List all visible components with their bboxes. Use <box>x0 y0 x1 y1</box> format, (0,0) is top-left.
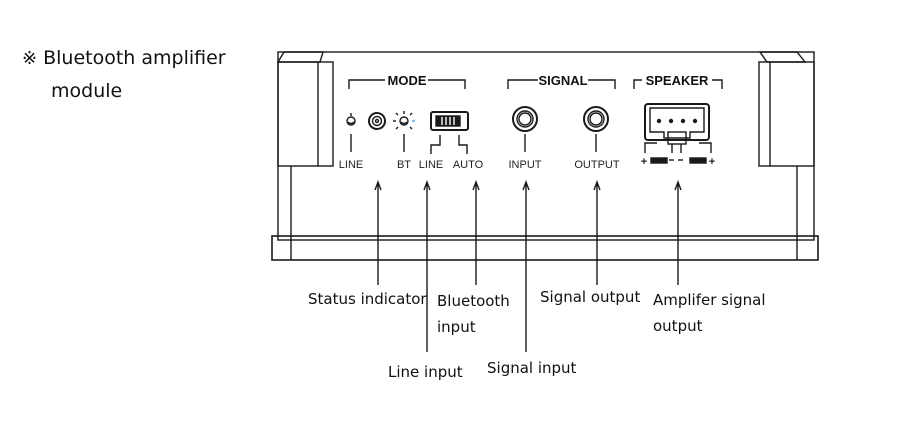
output-port-label: OUTPUT <box>574 159 620 171</box>
speaker-plus-right: + <box>709 156 715 168</box>
callout-bluetooth-input-line1: Bluetooth <box>437 292 510 310</box>
title-line-2: module <box>51 80 123 102</box>
mode-switch[interactable] <box>430 111 469 154</box>
title-line-1: Bluetooth amplifier <box>43 47 226 69</box>
callout-amp-output: Amplifer signal output <box>653 287 766 339</box>
line-led-label: LINE <box>339 159 363 171</box>
mode-group-label: MODE <box>388 73 427 88</box>
speaker-bracket <box>633 79 723 89</box>
switch-line-label: LINE <box>419 159 443 171</box>
volume-knob-icon[interactable] <box>368 112 386 130</box>
callout-bluetooth-input: Bluetooth input <box>437 288 510 340</box>
reference-mark-icon: ※ <box>22 48 38 69</box>
input-port-label: INPUT <box>509 159 542 171</box>
speaker-group-label: SPEAKER <box>646 73 709 88</box>
callout-bluetooth-input-line2: input <box>437 318 476 336</box>
switch-auto-label: AUTO <box>453 159 484 171</box>
callout-arrows <box>374 180 682 352</box>
arrow-status-indicator <box>374 180 382 285</box>
signal-group-label: SIGNAL <box>538 73 587 88</box>
device-body <box>271 51 819 261</box>
callout-signal-input: Signal input <box>487 359 577 377</box>
signal-input-jack[interactable] <box>512 106 538 152</box>
signal-output-jack[interactable] <box>583 106 609 152</box>
callout-amp-output-line2: output <box>653 317 703 335</box>
arrow-line-input <box>423 180 431 352</box>
diagram-title: ※Bluetooth amplifier module <box>22 42 226 108</box>
bt-led-label: BT <box>397 159 411 171</box>
callout-line-input: Line input <box>388 363 463 381</box>
signal-bracket <box>507 79 616 89</box>
line-led-icon <box>346 113 356 152</box>
mode-bracket <box>348 79 466 89</box>
arrow-bluetooth-input <box>472 180 480 285</box>
callout-signal-output: Signal output <box>540 288 641 306</box>
callout-amp-output-line1: Amplifer signal <box>653 291 766 309</box>
callout-status-indicator: Status indicator <box>308 290 427 308</box>
arrow-amp-output <box>674 180 682 285</box>
arrow-signal-output <box>593 180 601 285</box>
speaker-connector[interactable] <box>644 103 712 164</box>
speaker-plus-left: + <box>641 156 647 168</box>
bt-led-icon <box>393 111 415 152</box>
arrow-signal-input <box>522 180 530 352</box>
